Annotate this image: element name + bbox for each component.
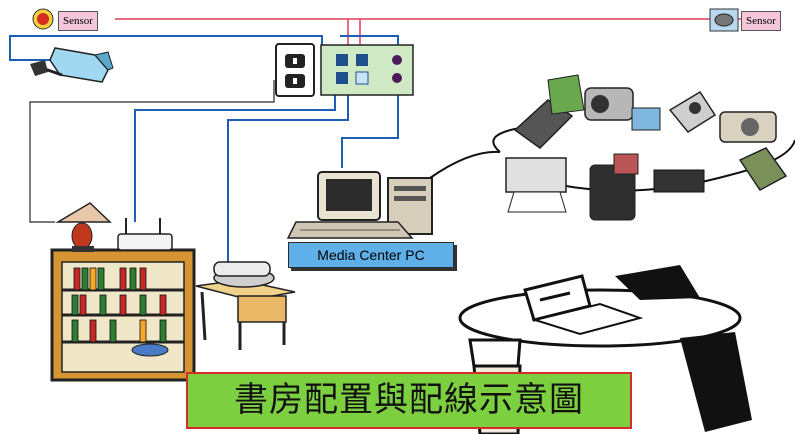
sensor-wiring xyxy=(115,18,741,45)
camcorder-icon xyxy=(584,87,661,131)
network-panel-icon xyxy=(320,44,414,96)
power-outlet-icon xyxy=(275,43,315,97)
table-lamp-icon xyxy=(55,202,112,252)
security-camera-icon xyxy=(30,47,114,83)
data-wiring xyxy=(9,35,399,262)
telephone-icon xyxy=(213,261,275,288)
book-rows xyxy=(71,267,167,343)
video-phone-icon xyxy=(589,153,639,221)
digital-camera-icon xyxy=(668,90,717,133)
compact-camera-icon xyxy=(719,111,777,143)
media-center-pc-icon xyxy=(286,171,433,239)
handheld-player-icon xyxy=(513,74,585,149)
diagram-title: 書房配置與配線示意圖 xyxy=(186,372,632,429)
sensor-right-label: Sensor xyxy=(741,11,781,31)
pda-icon xyxy=(738,147,788,191)
side-table-icon xyxy=(195,279,296,350)
wireless-router-icon xyxy=(117,218,173,251)
sensor-left-icon xyxy=(32,8,54,30)
lamp-wiring xyxy=(29,80,275,223)
game-console-icon xyxy=(653,169,705,193)
media-center-pc-label: Media Center PC xyxy=(288,242,454,268)
printer-icon xyxy=(505,157,567,213)
sensor-right-icon xyxy=(709,8,739,32)
sensor-left-label: Sensor xyxy=(58,11,98,31)
consumer-devices-cluster xyxy=(505,74,788,221)
bookshelf-icon xyxy=(50,248,196,382)
